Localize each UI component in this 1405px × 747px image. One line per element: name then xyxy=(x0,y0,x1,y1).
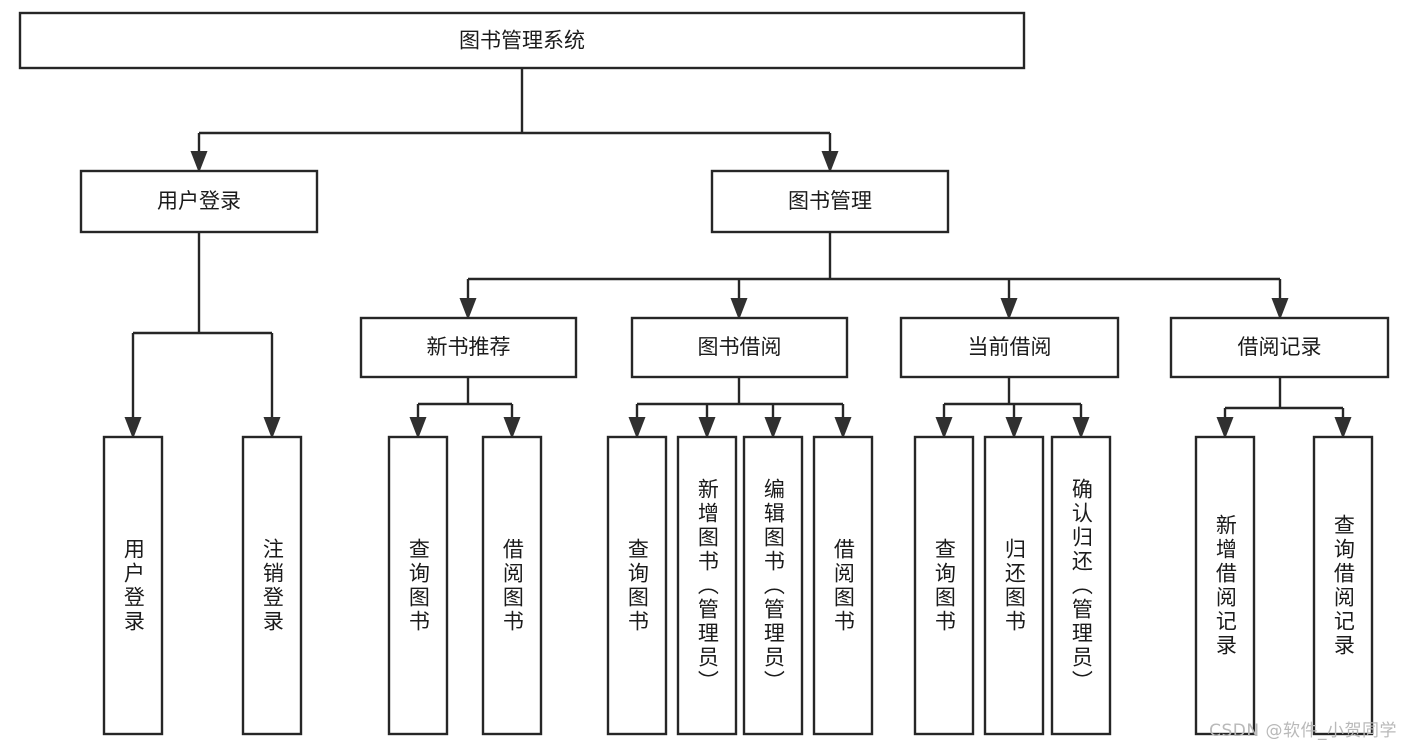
leaf-box-borrow-book-2[interactable] xyxy=(812,435,874,736)
node-current-borrow[interactable] xyxy=(899,316,1120,379)
csdn-watermark: CSDN @软件_小贺同学 xyxy=(1209,721,1397,741)
node-book-borrow-label: 图书借阅 xyxy=(698,335,782,359)
arrow-to-leaf-query-record xyxy=(1334,417,1352,439)
leaf-box-logout[interactable] xyxy=(241,435,303,736)
leaf-box-add-book[interactable] xyxy=(676,435,738,736)
arrow-to-leaf-add-book xyxy=(698,417,716,439)
arrow-to-leaf-return-book xyxy=(1005,417,1023,439)
arrow-to-book-borrow xyxy=(730,298,748,320)
arrow-to-leaf-query-book-2 xyxy=(628,417,646,439)
node-root-book-management-system[interactable] xyxy=(18,11,1026,70)
arrow-to-leaf-user-login xyxy=(124,417,142,439)
leaf-box-query-book-1[interactable] xyxy=(387,435,449,736)
node-borrow-record-label: 借阅记录 xyxy=(1238,335,1322,359)
leaf-box-confirm-return[interactable] xyxy=(1050,435,1112,736)
node-new-book-recommend[interactable] xyxy=(359,316,578,379)
node-book-management[interactable] xyxy=(710,169,950,234)
arrow-to-book-mgmt xyxy=(821,151,839,173)
arrow-to-leaf-borrow-book-1 xyxy=(503,417,521,439)
arrow-to-leaf-logout xyxy=(263,417,281,439)
leaf-box-borrow-book-1[interactable] xyxy=(481,435,543,736)
arrow-to-leaf-add-record xyxy=(1216,417,1234,439)
arrow-to-new-book-recommend xyxy=(459,298,477,320)
leaf-box-query-book-2[interactable] xyxy=(606,435,668,736)
arrow-to-leaf-query-book-1 xyxy=(409,417,427,439)
node-borrow-record[interactable] xyxy=(1169,316,1390,379)
node-root-label: 图书管理系统 xyxy=(459,29,585,53)
leaf-box-return-book[interactable] xyxy=(983,435,1045,736)
arrow-to-user-login xyxy=(190,151,208,173)
leaf-box-add-record[interactable] xyxy=(1194,435,1256,736)
leaf-box-user-login[interactable] xyxy=(102,435,164,736)
node-user-login-label: 用户登录 xyxy=(157,189,241,213)
node-book-borrow[interactable] xyxy=(630,316,849,379)
node-new-book-recommend-label: 新书推荐 xyxy=(427,335,511,359)
arrow-to-current-borrow xyxy=(1000,298,1018,320)
node-book-management-label: 图书管理 xyxy=(788,189,872,213)
arrow-to-leaf-borrow-book-2 xyxy=(834,417,852,439)
leaf-box-query-book-3[interactable] xyxy=(913,435,975,736)
leaf-box-query-record[interactable] xyxy=(1312,435,1374,736)
arrow-to-borrow-record xyxy=(1271,298,1289,320)
arrow-to-leaf-edit-book xyxy=(764,417,782,439)
arrow-to-leaf-confirm-return xyxy=(1072,417,1090,439)
node-current-borrow-label: 当前借阅 xyxy=(968,335,1052,359)
node-user-login[interactable] xyxy=(79,169,319,234)
arrow-to-leaf-query-book-3 xyxy=(935,417,953,439)
leaf-box-edit-book[interactable] xyxy=(742,435,804,736)
